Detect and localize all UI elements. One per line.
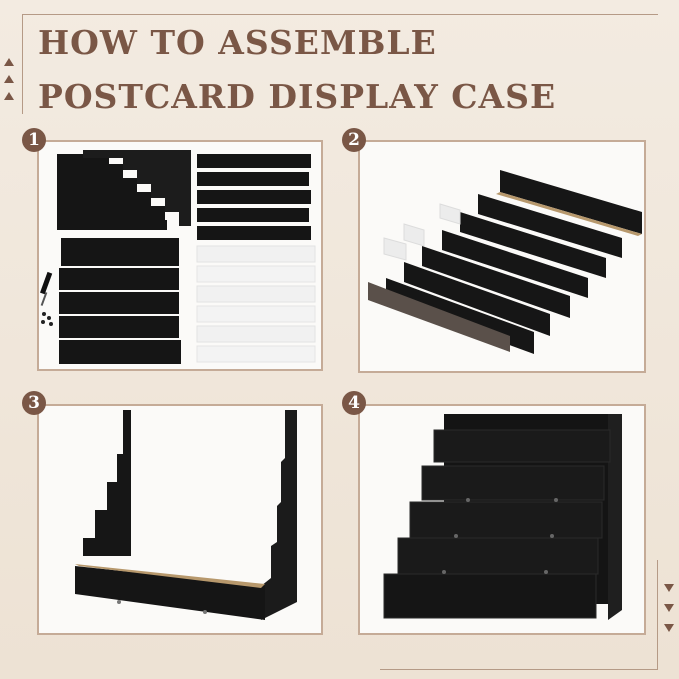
title-line-2: POSTCARD DISPLAY CASE <box>38 77 557 116</box>
step-number-badge: 4 <box>342 391 366 415</box>
arrow-up-icon <box>4 75 14 83</box>
step-1-illustration <box>40 150 316 364</box>
arrow-up-icon <box>4 58 14 66</box>
step-number-badge: 1 <box>22 128 46 152</box>
step-3-illustration <box>75 410 297 620</box>
frame-line-top <box>22 14 658 15</box>
arrow-down-icon <box>664 624 674 632</box>
step-number-badge: 3 <box>22 391 46 415</box>
step-1-panel <box>37 140 323 371</box>
arrow-down-icon <box>664 604 674 612</box>
arrow-down-icon <box>664 584 674 592</box>
arrow-up-icon <box>4 92 14 100</box>
step-4-illustration <box>383 414 622 620</box>
step-4-panel <box>358 404 646 635</box>
title-line-1: HOW TO ASSEMBLE <box>38 23 437 62</box>
frame-line-right <box>657 560 658 670</box>
frame-line-left <box>22 14 23 114</box>
step-2-illustration <box>368 170 642 354</box>
frame-line-bottom <box>380 669 658 670</box>
step-number-badge: 2 <box>342 128 366 152</box>
step-3-panel <box>37 404 323 635</box>
step-2-panel <box>358 140 646 373</box>
